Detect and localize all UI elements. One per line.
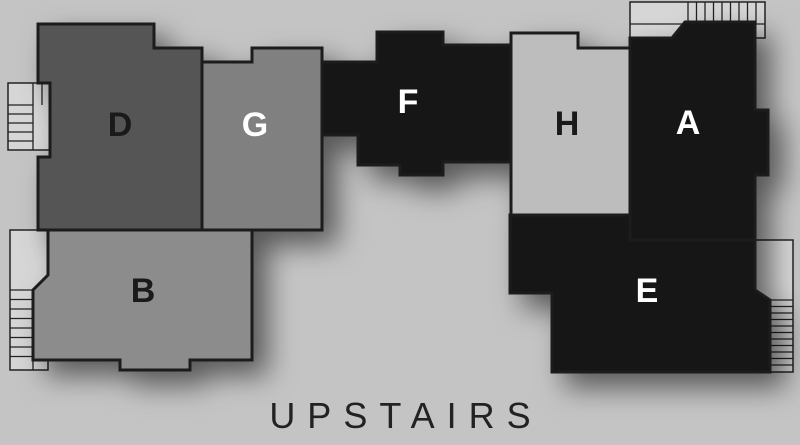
room-a — [628, 20, 770, 242]
room-b — [31, 228, 254, 372]
room-label-a: A — [676, 104, 701, 142]
stairs-top-left — [7, 82, 51, 151]
room-label-f: F — [398, 83, 419, 121]
room-label-h: H — [555, 105, 580, 143]
room-label-b: B — [131, 272, 156, 310]
room-label-g: G — [242, 106, 268, 144]
floor-title: UPSTAIRS — [269, 395, 542, 436]
room-d — [36, 22, 204, 232]
room-f — [320, 30, 514, 177]
room-label-e: E — [636, 272, 659, 310]
room-label-d: D — [108, 106, 133, 144]
